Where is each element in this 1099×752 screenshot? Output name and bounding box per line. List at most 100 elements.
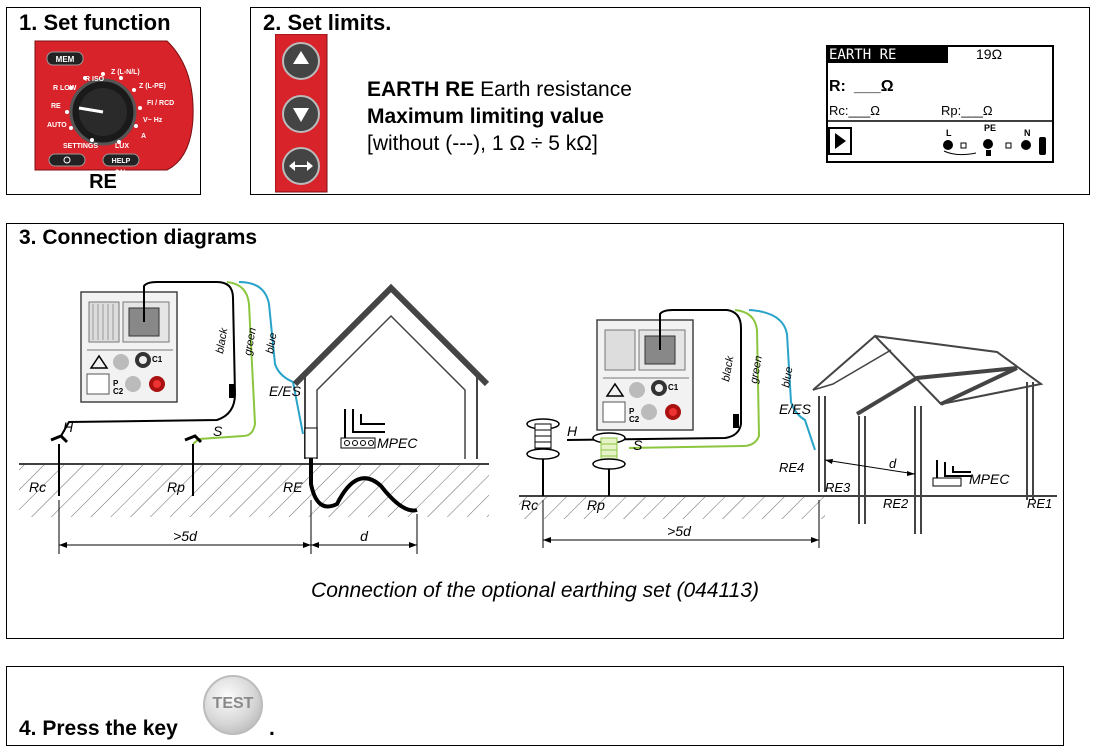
left-black-wire	[60, 281, 237, 437]
step2-panel: 2. Set limits. EARTH RE Earth resistance…	[250, 7, 1090, 195]
arrow-up-icon	[293, 51, 309, 64]
right-reel-s: S	[592, 432, 643, 496]
right-blue-label: blue	[780, 366, 795, 389]
earth-resistance-text: Earth resistance	[474, 78, 632, 101]
left-probe-s: S	[184, 423, 223, 496]
step4-period: .	[269, 717, 275, 740]
left-diagram: C1 P C2 black green blue E/ES H	[19, 281, 490, 554]
right-black-wire	[566, 309, 742, 441]
warning-icon	[605, 382, 625, 397]
left-c2-label: C2	[113, 387, 124, 396]
warning-icon	[89, 354, 109, 369]
left-c1-label: C1	[152, 355, 163, 364]
zloop-label: Z (L-PE)	[139, 83, 166, 90]
earth-re-bold: EARTH RE	[367, 78, 475, 101]
riso-label: R ISO	[85, 76, 105, 83]
play-icon	[835, 133, 846, 149]
left-earth-electrode	[309, 458, 418, 513]
vhz-label: V~ Hz	[143, 117, 163, 124]
right-ees-label: E/ES	[779, 401, 812, 417]
left-rp-label: Rp	[167, 479, 185, 495]
power-button	[48, 153, 86, 167]
auto-label: AUTO	[47, 122, 67, 129]
test-key-button[interactable]: TEST	[203, 675, 263, 735]
right-s-label: S	[633, 437, 643, 453]
right-black-label: black	[720, 355, 736, 383]
lcd-rc: Rc:___Ω	[829, 103, 880, 118]
right-diagram: C1 P C2 black green blue E/ES	[519, 309, 1057, 548]
left-black-label: black	[214, 327, 230, 355]
step1-heading: 1. Set function	[19, 10, 171, 35]
right-re2-label: RE2	[883, 496, 909, 511]
lcd-term-pe: PE	[984, 123, 996, 133]
left-probe-h: H	[50, 419, 74, 496]
zline-label: Z (L-N/L)	[111, 69, 140, 76]
re-dial-label: RE	[51, 103, 61, 110]
lux-label: LUX	[115, 143, 129, 150]
function-label: RE	[89, 171, 117, 193]
help-label: HELP	[112, 158, 131, 165]
right-5d-label: >5d	[667, 523, 692, 539]
lcd-screen: EARTH RE 19Ω R: ___Ω Rc:___Ω Rp:___Ω L P…	[826, 45, 1054, 163]
fircd-label: FI / RCD	[147, 100, 174, 107]
left-instrument: C1 P C2	[80, 291, 178, 403]
right-re4-label: RE4	[779, 460, 804, 475]
amp-label: A	[141, 133, 146, 140]
navigation-keys	[275, 34, 328, 193]
down-key[interactable]	[282, 95, 320, 133]
left-d-label: d	[360, 528, 369, 544]
right-c1-label: C1	[668, 383, 679, 392]
right-blue-wire	[748, 309, 816, 451]
lcd-rp: Rp:___Ω	[941, 103, 993, 118]
left-house: MPEC	[292, 283, 490, 459]
right-green-label: green	[748, 355, 765, 385]
lcd-r-value: ___Ω	[853, 78, 894, 95]
terminal-status-icon	[943, 137, 1046, 156]
arrow-left-right-icon	[289, 161, 313, 171]
left-s-label: S	[213, 423, 223, 439]
step4-heading: 4. Press the key	[19, 717, 178, 740]
test-key-label: TEST	[212, 695, 254, 712]
cal-label: CAL	[115, 170, 128, 176]
right-c2-label: C2	[629, 415, 640, 424]
right-re1-label: RE1	[1027, 496, 1052, 511]
lcd-term-n: N	[1024, 128, 1031, 138]
left-re-label: RE	[283, 479, 303, 495]
connection-diagram: C1 P C2 black green blue E/ES H	[19, 281, 1057, 554]
right-rc-label: Rc	[521, 497, 538, 513]
right-instrument: C1 P C2	[596, 319, 694, 431]
lcd-title: EARTH RE	[829, 47, 896, 63]
left-green-label: green	[242, 327, 259, 357]
right-rp-label: Rp	[587, 497, 605, 513]
right-mpec-label: MPEC	[969, 471, 1010, 487]
right-re3-label: RE3	[825, 480, 851, 495]
connection-caption: Connection of the optional earthing set …	[311, 579, 759, 602]
step3-heading: 3. Connection diagrams	[19, 226, 258, 249]
lcd-limit: 19Ω	[976, 46, 1002, 62]
right-d-label: d	[889, 456, 897, 471]
left-5d-label: >5d	[173, 528, 198, 544]
left-p-label: P	[113, 379, 119, 388]
left-blue-wire	[238, 281, 304, 435]
left-blue-label: blue	[264, 332, 279, 355]
dial-pointer	[78, 106, 104, 114]
left-h-label: H	[63, 419, 74, 435]
step4-panel: 4. Press the key TEST .	[6, 666, 1064, 746]
arrow-down-icon	[293, 108, 309, 122]
mem-label: MEM	[56, 55, 75, 64]
lcd-r-label: R:	[829, 78, 846, 95]
settings-label: SETTINGS	[63, 143, 98, 150]
up-key[interactable]	[282, 42, 320, 80]
rlow-label: R LOW	[53, 85, 77, 92]
left-right-key[interactable]	[282, 147, 320, 185]
right-green-wire	[628, 309, 761, 449]
right-h-label: H	[567, 423, 578, 439]
help-button	[102, 153, 140, 167]
step2-heading: 2. Set limits.	[263, 10, 392, 35]
mem-button	[46, 51, 84, 66]
lcd-term-l: L	[946, 128, 952, 138]
left-ees-label: E/ES	[269, 383, 302, 399]
right-reel-h: H	[526, 418, 578, 496]
left-mpec-label: MPEC	[377, 435, 418, 451]
limit-range-line: [without (---), 1 Ω ÷ 5 kΩ]	[367, 132, 598, 155]
